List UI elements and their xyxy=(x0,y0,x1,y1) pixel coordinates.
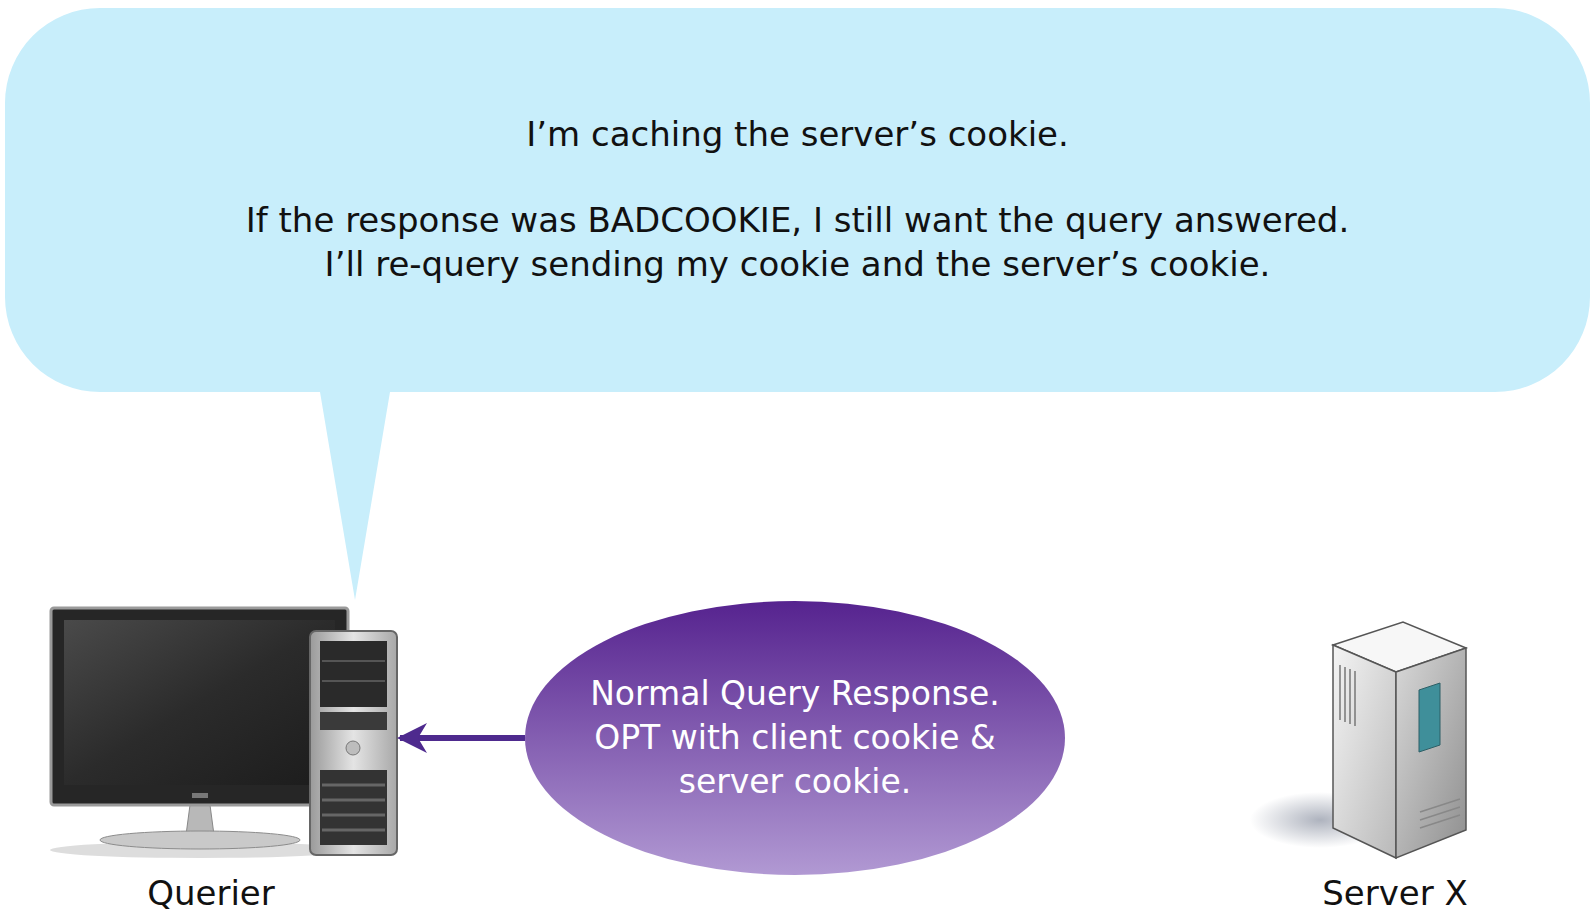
server-window xyxy=(1419,683,1440,752)
bubble-shape xyxy=(5,8,1590,600)
text-line: Querier xyxy=(61,873,361,913)
text-line: I’m caching the server’s cookie. xyxy=(5,112,1590,156)
message-text: Normal Query Response. OPT with client c… xyxy=(550,672,1040,804)
arrow-connector xyxy=(400,735,525,741)
vent-line xyxy=(322,799,385,802)
node-label: Querier xyxy=(61,873,361,913)
vent-line xyxy=(322,814,385,817)
monitor-base xyxy=(100,831,300,849)
front-panel xyxy=(320,712,387,730)
drive-bays xyxy=(320,641,387,707)
tower-case xyxy=(310,631,397,855)
text-line: I’ll re-query sending my cookie and the … xyxy=(5,242,1590,286)
vent-line xyxy=(322,829,385,832)
tower-vents xyxy=(320,770,387,845)
monitor-logo xyxy=(192,793,208,798)
ellipse-shape xyxy=(525,601,1065,875)
server-left-face xyxy=(1333,645,1396,858)
server-vents xyxy=(1340,665,1355,726)
text-line: Normal Query Response. xyxy=(550,672,1040,716)
drive-bay-line xyxy=(322,680,385,682)
server-node: Server X xyxy=(1270,605,1520,915)
text-line: If the response was BADCOOKIE, I still w… xyxy=(5,198,1590,242)
text-line: OPT with client cookie & server cookie. xyxy=(550,716,1040,804)
server-right-face xyxy=(1396,648,1466,858)
node-label: Server X xyxy=(1270,873,1520,913)
monitor-bezel xyxy=(51,608,348,805)
server-grooves xyxy=(1420,799,1460,828)
speech-bubble: I’m caching the server’s cookie. If the r… xyxy=(5,8,1590,392)
querier-node: Querier xyxy=(40,600,400,915)
bubble-text: I’m caching the server’s cookie. xyxy=(5,112,1590,156)
server-illustration xyxy=(1250,622,1466,858)
bubble-text: If the response was BADCOOKIE, I still w… xyxy=(5,198,1590,286)
power-button xyxy=(346,741,360,755)
monitor-screen xyxy=(64,620,335,785)
text-line: Server X xyxy=(1270,873,1520,913)
computer-illustration xyxy=(50,608,397,858)
vent-line xyxy=(322,784,385,787)
message-ellipse: Normal Query Response. OPT with client c… xyxy=(525,601,1065,875)
drive-bay-line xyxy=(322,660,385,662)
